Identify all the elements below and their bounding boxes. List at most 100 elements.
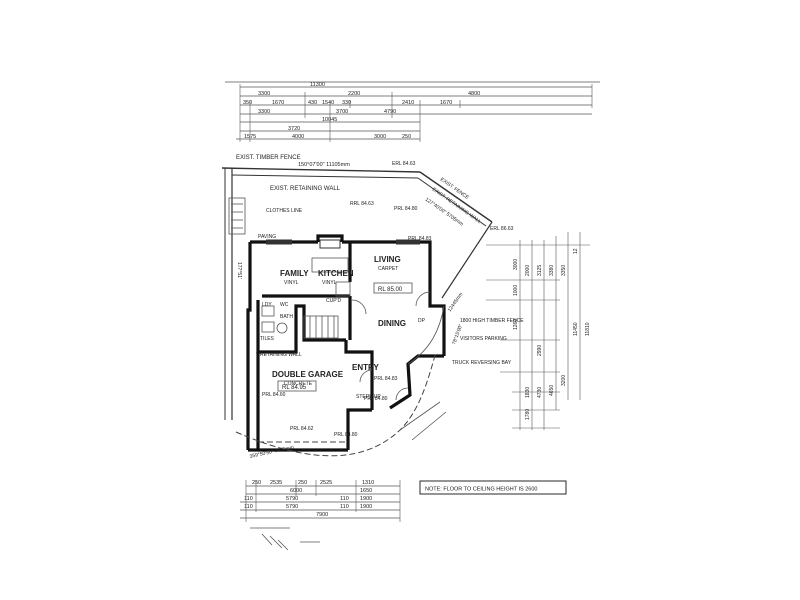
prl-6: PRL 84.80 [394, 206, 418, 212]
prl-5: PRL 84.80 [334, 432, 358, 438]
dim-bot-r1-1: 2535 [270, 480, 282, 486]
timber-fence-label: 1800 HIGH TIMBER FENCE [460, 318, 524, 324]
dim-bot-r3-0: 110 [244, 496, 253, 502]
dim-overall: 11300 [310, 82, 325, 88]
dim-right-0: 3000 [513, 259, 519, 270]
top-dimensions: 11300 3300 2200 4800 350 1670 430 1540 3… [225, 81, 600, 142]
garage-floor: CONCRETE [284, 381, 313, 387]
dim-right-4: 3380 [549, 265, 555, 276]
tree-left [228, 197, 246, 235]
bottom-dimensions: 250 2535 250 2525 1310 6000 1650 110 579… [240, 480, 401, 551]
dim-r4-0: 10045 [322, 117, 337, 123]
dim-bot-r3-1: 5790 [286, 496, 298, 502]
dim-bot-r1-3: 2525 [320, 480, 332, 486]
dim-bot-r4-2: 110 [340, 504, 349, 510]
ldy-fixtures [261, 305, 288, 334]
right-bearing: 78°15'00" [451, 323, 464, 345]
dim-right-1: 1000 [513, 285, 519, 296]
erl-top: ERL 84.63 [392, 161, 416, 167]
room-wc: WC [280, 302, 289, 308]
tiles-label: TILES [260, 336, 275, 342]
room-living: LIVING [374, 255, 401, 264]
rl-garage: RL 84.95 [282, 385, 307, 391]
dim-r2-5: 2410 [402, 100, 414, 106]
prl-1: PRL 84.83 [408, 236, 432, 242]
dim-bot-r4-3: 1900 [360, 504, 372, 510]
room-entry: ENTRY [352, 363, 379, 372]
dim-r3-1: 3700 [336, 109, 348, 115]
dim-r3-2: 4790 [384, 109, 396, 115]
dim-r2-0: 350 [243, 100, 252, 106]
dim-r3-0: 3300 [258, 109, 270, 115]
room-ldy: LDY [262, 302, 272, 308]
living-floor: CARPET [378, 266, 398, 272]
dim-right-5: 3350 [561, 265, 567, 276]
dim-bot-overall: 7900 [316, 512, 328, 518]
bottom-hatch [250, 527, 320, 551]
dim-bot-r4-0: 110 [244, 504, 253, 510]
dim-r6-3: 250 [402, 134, 411, 140]
prl-4: PRL 84.62 [290, 426, 314, 432]
dim-right-12: 4650 [549, 385, 555, 396]
erl-right: ERL 86.63 [490, 226, 514, 232]
note-box: NOTE: FLOOR TO CEILING HEIGHT IS 2600 [419, 480, 567, 495]
visitors-parking-label: VISITORS PARKING [460, 336, 507, 342]
paving-label: PAVING [258, 234, 276, 240]
room-kitchen: KITCHEN [318, 269, 354, 278]
retaining-wall-top: EXIST. RETAINING WALL [270, 186, 341, 192]
dim-r6-1: 4000 [292, 134, 304, 140]
dim-right-14: 1260 [513, 319, 519, 330]
prl-3: PRL 84.80 [364, 396, 388, 402]
dim-right-2: 2000 [525, 265, 531, 276]
clothes-line: CLOTHES LINE [266, 208, 303, 214]
site-boundary: EXIST. TIMBER FENCE 150°07'00" 11105mm E… [221, 155, 514, 420]
dim-bot-r1-4: 1310 [362, 480, 374, 486]
dim-bot-r4-1: 5790 [286, 504, 298, 510]
dim-right-3: 3125 [537, 265, 543, 276]
steps-label: STEPS UP [356, 394, 381, 400]
rrl-top: RRL 84.63 [350, 201, 374, 207]
rl-living-box [373, 282, 413, 294]
dim-right-8: 11810 [585, 322, 591, 336]
dim-right-15: 3200 [561, 375, 567, 386]
cupboard-label: CUP'D [326, 298, 342, 304]
dim-right-13: 2990 [537, 345, 543, 356]
room-bath: BATH [280, 314, 293, 320]
side-bearing: 177°51' [236, 262, 242, 279]
diag-bearing: 127°40'00" 5705mm [424, 197, 464, 228]
dim-bot-r2-1: 1650 [360, 488, 372, 494]
dim-r1-2: 4800 [468, 91, 480, 97]
right-dimensions: 3000 1000 2000 3125 3380 3350 12 11450 1… [486, 232, 591, 430]
dp-label: DP [418, 318, 426, 324]
prl-2: PRL 84.83 [374, 376, 398, 382]
dim-bot-r1-2: 250 [298, 480, 307, 486]
family-floor: VINYL [284, 280, 299, 286]
dim-r2-6: 1670 [440, 100, 452, 106]
dim-right-6: 12 [573, 248, 579, 254]
dim-right-7: 11450 [573, 322, 579, 336]
dim-bot-r3-3: 1900 [360, 496, 372, 502]
kitchen-bench [311, 257, 351, 297]
dim-r5-0: 3720 [288, 126, 300, 132]
room-family: FAMILY [280, 269, 309, 278]
dim-bot-r1-0: 250 [252, 480, 261, 486]
dim-right-11: 1780 [525, 409, 531, 420]
dim-r2-4: 330 [342, 100, 351, 106]
dim-r1-0: 3300 [258, 91, 270, 97]
ceiling-note: NOTE: FLOOR TO CEILING HEIGHT IS 2600 [425, 487, 537, 493]
stairs [303, 315, 339, 339]
dim-right-10: 4730 [537, 387, 543, 398]
rl-living: RL 85.00 [378, 287, 403, 293]
dim-r2-3: 1540 [322, 100, 334, 106]
room-dining: DINING [378, 319, 406, 328]
room-labels: FAMILY VINYL KITCHEN VINYL LIVING CARPET… [260, 206, 524, 438]
retaining-wall-label: RETAINING WALL [260, 352, 302, 358]
bearing-top: 150°07'00" 11105mm [298, 162, 350, 168]
right-length: 12445mm [447, 291, 465, 313]
dim-r6-2: 3000 [374, 134, 386, 140]
prl-0: PRL 84.60 [262, 392, 286, 398]
room-garage: DOUBLE GARAGE [272, 370, 344, 379]
dim-r2-1: 1670 [272, 100, 284, 106]
dim-right-9: 1830 [525, 387, 531, 398]
